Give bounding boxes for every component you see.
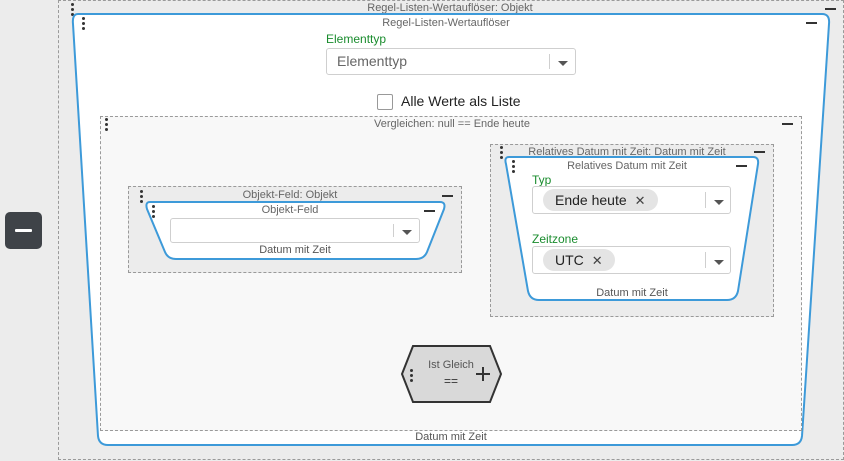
resolver-collapse-icon[interactable] xyxy=(806,22,817,24)
chevron-down-icon[interactable] xyxy=(714,260,724,265)
plus-icon[interactable] xyxy=(476,366,492,382)
type-label: Typ xyxy=(532,173,552,187)
relative-date-title: Relatives Datum mit Zeit xyxy=(567,160,687,172)
chevron-down-icon[interactable] xyxy=(402,230,412,235)
object-field-outer-title: Objekt-Feld: Objekt xyxy=(242,189,338,201)
compare-title: Vergleichen: null == Ende heute xyxy=(374,118,530,130)
relative-date-kebab-menu-icon[interactable] xyxy=(512,160,516,175)
equals-title: Ist Gleich xyxy=(428,359,474,371)
resolver-title: Regel-Listen-Wertauflöser xyxy=(382,17,510,29)
object-field-collapse-icon[interactable] xyxy=(424,210,435,212)
close-icon[interactable]: ✕ xyxy=(634,193,646,208)
compare-kebab-menu-icon[interactable] xyxy=(105,118,109,133)
chevron-down-icon[interactable] xyxy=(558,61,568,66)
chevron-down-icon[interactable] xyxy=(714,200,724,205)
minus-icon xyxy=(15,229,32,232)
resolver-kebab-menu-icon[interactable] xyxy=(82,17,86,32)
object-field-outer-kebab-menu-icon[interactable] xyxy=(140,190,144,205)
timezone-select[interactable]: UTC ✕ xyxy=(532,246,731,274)
outer-resolver-title: Regel-Listen-Wertauflöser: Objekt xyxy=(367,2,533,14)
object-field-kebab-menu-icon[interactable] xyxy=(152,205,156,220)
object-field-outer-collapse-icon[interactable] xyxy=(442,195,453,197)
timezone-value: UTC xyxy=(555,252,584,268)
relative-date-outer-title: Relatives Datum mit Zeit: Datum mit Zeit xyxy=(528,146,726,158)
close-icon[interactable]: ✕ xyxy=(591,253,603,268)
relative-date-footer: Datum mit Zeit xyxy=(596,287,668,299)
compare-collapse-icon[interactable] xyxy=(782,123,793,125)
equals-operator: == xyxy=(443,374,458,388)
timezone-label: Zeitzone xyxy=(532,232,579,246)
object-field-footer: Datum mit Zeit xyxy=(259,244,331,256)
equals-kebab-menu-icon[interactable] xyxy=(410,369,414,384)
element-type-select[interactable]: Elementtyp xyxy=(326,48,576,75)
equals-node-shape xyxy=(400,345,503,403)
all-values-label: Alle Werte als Liste xyxy=(401,93,521,109)
type-value: Ende heute xyxy=(555,192,627,208)
outer-collapse-icon[interactable] xyxy=(825,8,836,10)
type-select[interactable]: Ende heute ✕ xyxy=(532,186,731,214)
collapse-button[interactable] xyxy=(5,212,42,249)
object-field-select[interactable] xyxy=(170,218,420,243)
relative-date-collapse-icon[interactable] xyxy=(736,165,747,167)
object-field-title: Objekt-Feld xyxy=(261,204,319,216)
all-values-checkbox[interactable] xyxy=(377,94,393,110)
relative-date-outer-kebab-menu-icon[interactable] xyxy=(500,146,504,161)
type-chip: Ende heute ✕ xyxy=(543,189,658,211)
element-type-label: Elementtyp xyxy=(326,32,387,46)
timezone-chip: UTC ✕ xyxy=(543,249,615,271)
element-type-placeholder: Elementtyp xyxy=(337,53,408,69)
outer-kebab-menu-icon[interactable] xyxy=(71,3,75,18)
relative-date-outer-collapse-icon[interactable] xyxy=(754,151,765,153)
resolver-footer: Datum mit Zeit xyxy=(415,431,487,443)
